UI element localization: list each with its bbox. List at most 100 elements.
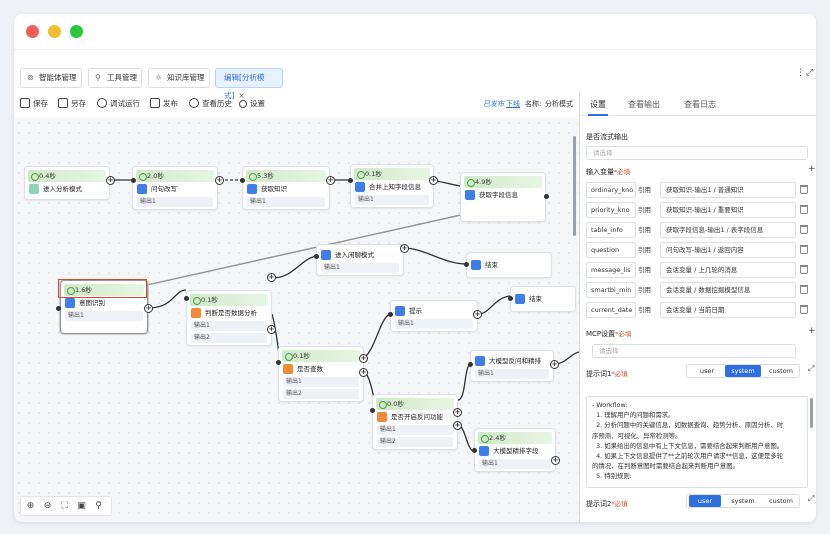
workflow-node[interactable]: 2.4秒 大模型精排字段 输出1 xyxy=(474,428,556,472)
fullscreen-icon[interactable]: ▣ xyxy=(77,501,86,511)
workflow-node[interactable]: 结束 xyxy=(510,286,576,312)
workflow-node[interactable]: 4.9秒 获取字段信息 xyxy=(460,172,546,222)
expand-icon[interactable]: ⤢ xyxy=(806,68,814,78)
tab-settings[interactable]: 设置 xyxy=(588,100,608,116)
variable-mode[interactable]: 引用 xyxy=(638,266,651,274)
workflow-node[interactable]: 0.4秒 进入分析模式 xyxy=(24,166,110,200)
tab-knowledge-management[interactable]: ☼知识库管理 xyxy=(148,68,210,88)
workflow-node[interactable]: 0.1秒 判断是否数据分析 输出1 输出2 xyxy=(186,290,272,346)
role-custom-button[interactable]: custom xyxy=(769,497,793,505)
tab-tool-management[interactable]: ⚲工具管理 xyxy=(88,68,142,88)
input-pin[interactable] xyxy=(276,360,281,365)
variable-mode[interactable]: 引用 xyxy=(638,306,651,314)
input-pin[interactable] xyxy=(348,178,353,183)
add-port-button[interactable]: + xyxy=(429,176,438,185)
view-history-button[interactable]: 查看历史 xyxy=(189,98,232,109)
workflow-node[interactable]: 0.0秒 是否开启反问功能 输出1 输出2 xyxy=(372,394,458,450)
panel-divider[interactable] xyxy=(579,92,580,522)
debug-run-button[interactable]: 调试运行 xyxy=(97,98,140,109)
variable-mode[interactable]: 引用 xyxy=(638,246,651,254)
expand-icon[interactable]: ⤢ xyxy=(808,364,815,373)
variable-mode[interactable]: 引用 xyxy=(638,186,651,194)
add-port-button[interactable]: + xyxy=(551,456,560,465)
variable-name-input[interactable]: smartbi_min xyxy=(586,282,636,298)
add-port-button[interactable]: + xyxy=(359,368,368,377)
save-as-button[interactable]: 另存 xyxy=(58,98,86,109)
variable-ref-select[interactable]: 会话变量 / 数据挖掘模型信息 xyxy=(660,282,796,298)
input-pin[interactable] xyxy=(370,408,375,413)
close-tab-icon[interactable]: × xyxy=(238,91,245,100)
input-pin[interactable] xyxy=(508,296,513,301)
trash-icon[interactable] xyxy=(800,205,808,214)
workflow-node[interactable]: 5.3秒 获取知识 输出1 xyxy=(242,166,330,210)
more-icon[interactable]: ⋮ xyxy=(796,68,805,78)
add-port-button[interactable]: + xyxy=(473,310,482,319)
prompt1-textarea[interactable]: - Workflow: 1. 理解用户的问题和需求。 2. 分析问题中的关键信息… xyxy=(586,396,808,488)
workflow-node[interactable]: 0.1秒 是否查数 输出1 输出2 xyxy=(278,346,364,402)
save-button[interactable]: 保存 xyxy=(20,98,48,109)
variable-name-input[interactable]: current_date xyxy=(586,302,636,318)
input-pin[interactable] xyxy=(388,312,393,317)
role-custom-button[interactable]: custom xyxy=(769,367,793,375)
variable-mode[interactable]: 引用 xyxy=(638,286,651,294)
canvas-scrollbar[interactable] xyxy=(573,136,576,236)
variable-ref-select[interactable]: 会话变量 / 当前日期 xyxy=(660,302,796,318)
trash-icon[interactable] xyxy=(800,225,808,234)
workflow-node[interactable]: 2.0秒 问句改写 输出1 xyxy=(132,166,218,210)
add-port-button[interactable]: + xyxy=(400,244,409,253)
add-port-button[interactable]: + xyxy=(550,360,559,369)
workflow-node[interactable]: 结束 xyxy=(466,252,552,278)
offline-link[interactable]: 下线 xyxy=(506,100,520,108)
add-port-button[interactable]: + xyxy=(267,273,276,282)
tab-view-output[interactable]: 查看输出 xyxy=(628,100,660,109)
locate-icon[interactable]: ⚲ xyxy=(95,501,102,511)
fit-icon[interactable]: ⛶ xyxy=(61,501,68,511)
zoom-in-icon[interactable]: ⊕ xyxy=(26,501,35,511)
trash-icon[interactable] xyxy=(800,285,808,294)
trash-icon[interactable] xyxy=(800,265,808,274)
close-window-button[interactable] xyxy=(26,25,39,38)
add-port-button[interactable]: + xyxy=(106,176,115,185)
mcp-select[interactable]: 请选择 xyxy=(592,344,796,358)
workflow-node[interactable]: 提示 输出1 xyxy=(390,300,478,332)
add-mcp-icon[interactable]: + xyxy=(808,326,816,336)
input-pin[interactable] xyxy=(56,306,61,311)
input-pin[interactable] xyxy=(544,194,549,199)
tab-view-log[interactable]: 查看日志 xyxy=(684,100,716,109)
input-pin[interactable] xyxy=(468,362,473,367)
tab-agent-management[interactable]: ⊚智能体管理 xyxy=(20,68,82,88)
variable-mode[interactable]: 引用 xyxy=(638,206,651,214)
variable-ref-select[interactable]: 获取知识-输出1 / 普通知识 xyxy=(660,182,796,198)
minimize-window-button[interactable] xyxy=(48,25,61,38)
input-pin[interactable] xyxy=(131,178,136,183)
variable-name-input[interactable]: priority_kno xyxy=(586,202,636,218)
workflow-node[interactable]: 0.1秒 合并上知字段信息 输出1 xyxy=(350,164,434,208)
workflow-canvas[interactable]: 0.4秒 进入分析模式 2.0秒 问句改写 输出1 5.3秒 获取知识 输出1 … xyxy=(14,118,579,522)
variable-mode[interactable]: 引用 xyxy=(638,226,651,234)
add-port-button[interactable]: + xyxy=(453,408,462,417)
add-port-button[interactable]: + xyxy=(453,421,462,430)
variable-name-input[interactable]: ordinary_kno xyxy=(586,182,636,198)
trash-icon[interactable] xyxy=(800,245,808,254)
variable-ref-select[interactable]: 会话变量 / 上几轮的消息 xyxy=(660,262,796,278)
role-user-button[interactable]: user xyxy=(689,495,721,507)
input-pin[interactable] xyxy=(464,262,469,267)
add-port-button[interactable]: + xyxy=(267,325,276,334)
variable-ref-select[interactable]: 获取字段信息-输出1 / 表字段信息 xyxy=(660,222,796,238)
trash-icon[interactable] xyxy=(800,185,808,194)
add-port-button[interactable]: + xyxy=(144,304,153,313)
prompt-scrollbar[interactable] xyxy=(810,398,813,428)
add-port-button[interactable]: + xyxy=(215,176,224,185)
variable-ref-select[interactable]: 问句改写-输出1 / 返回内容 xyxy=(660,242,796,258)
role-user-button[interactable]: user xyxy=(699,367,715,375)
expand-icon[interactable]: ⤢ xyxy=(808,494,815,503)
stream-output-select[interactable]: 请选择 xyxy=(586,146,808,160)
settings-button[interactable]: 设置 xyxy=(239,98,265,109)
tab-edit-analysis-mode[interactable]: 编辑[分析模式]× xyxy=(215,68,283,100)
role-system-button[interactable]: system xyxy=(725,365,761,377)
workflow-node[interactable]: 大模型反问和精排 输出1 xyxy=(470,350,554,382)
publish-button[interactable]: 发布 xyxy=(150,98,178,109)
variable-name-input[interactable]: table_info xyxy=(586,222,636,238)
zoom-out-icon[interactable]: ⊖ xyxy=(43,501,52,511)
input-pin[interactable] xyxy=(472,448,477,453)
